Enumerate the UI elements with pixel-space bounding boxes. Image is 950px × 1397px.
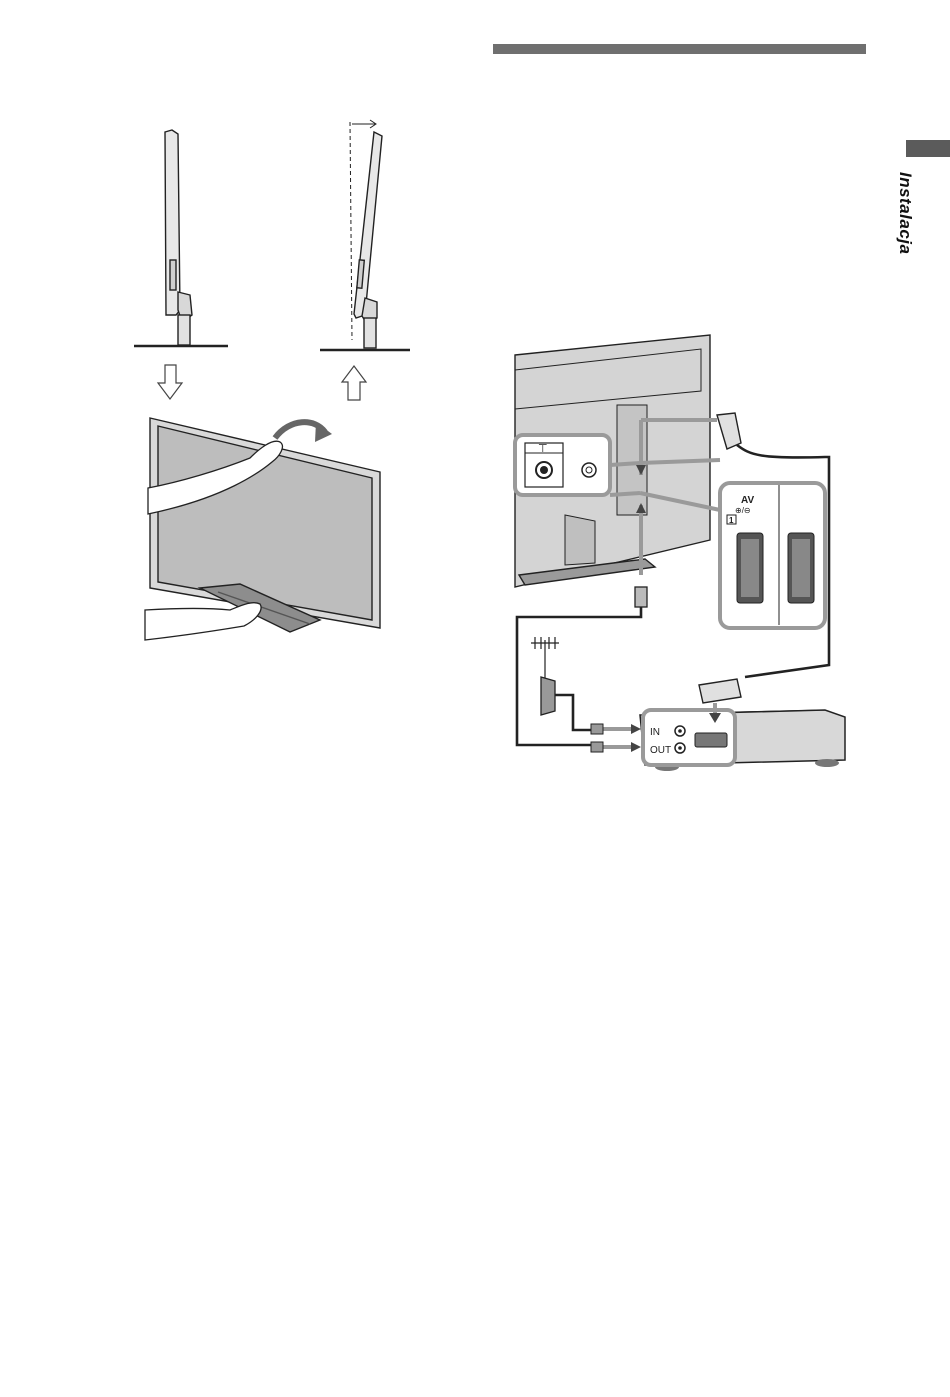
- av-port-symbol: ⊕/⊖: [735, 506, 751, 515]
- arrow-up-icon: [342, 366, 366, 400]
- scart-port-av1: [737, 533, 763, 603]
- wall-socket-icon: [541, 677, 595, 730]
- antenna-jack-callout: ⊤: [515, 435, 610, 495]
- tv-side-view-illustration: [120, 110, 420, 410]
- tv-front-tilt-illustration: [140, 410, 390, 650]
- tv-side-upright: [134, 130, 228, 346]
- scart-port-av2: [788, 533, 814, 603]
- recorder-device: IN OUT: [591, 710, 845, 771]
- rotate-arrow-icon: [275, 422, 332, 442]
- tv-side-tilted: [320, 120, 410, 350]
- connection-diagram: ⊤ AV ⊕/⊖ 1: [505, 325, 865, 775]
- antenna-jack-symbol: ⊤: [538, 443, 548, 455]
- side-tab-label: Instalacja: [895, 172, 915, 255]
- hand-lower: [145, 603, 261, 640]
- av-port-title: AV: [741, 495, 754, 506]
- recorder-out-label: OUT: [650, 745, 671, 756]
- av-port-number: 1: [729, 516, 734, 525]
- arrow-down-icon: [158, 365, 182, 399]
- antenna-icon: [531, 637, 559, 680]
- side-tab-marker: [906, 140, 950, 157]
- section-rule: [493, 44, 866, 54]
- recorder-in-label: IN: [650, 727, 660, 738]
